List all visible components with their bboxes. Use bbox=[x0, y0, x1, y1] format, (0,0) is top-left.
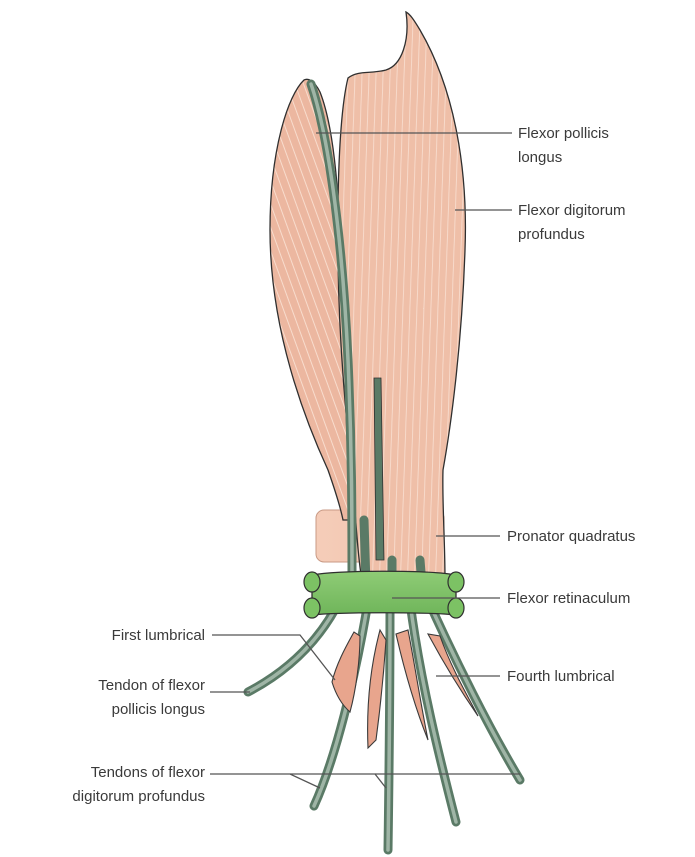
label-tendon-fpl-1: Tendon of flexor bbox=[98, 677, 205, 694]
label-flexor-retinaculum: Flexor retinaculum bbox=[507, 590, 630, 607]
flexor-pollicis-longus-muscle bbox=[270, 79, 350, 520]
label-flexor-digitorum-profundus-1: Flexor digitorum bbox=[518, 202, 626, 219]
label-tendon-fpl-2: pollicis longus bbox=[112, 701, 205, 718]
label-fourth-lumbrical: Fourth lumbrical bbox=[507, 668, 615, 685]
label-flexor-pollicis-longus-1: Flexor pollicis bbox=[518, 125, 609, 142]
first-lumbrical-muscle bbox=[332, 632, 360, 712]
label-flexor-pollicis-longus-2: longus bbox=[518, 149, 562, 166]
second-lumbrical-muscle bbox=[368, 630, 386, 748]
flexor-digitorum-profundus-muscle bbox=[338, 12, 466, 580]
flexor-retinaculum-band bbox=[304, 571, 464, 618]
label-tendons-fdp-1: Tendons of flexor bbox=[91, 764, 205, 781]
label-tendons-fdp-2: digitorum profundus bbox=[72, 788, 205, 805]
label-flexor-digitorum-profundus-2: profundus bbox=[518, 226, 585, 243]
label-first-lumbrical: First lumbrical bbox=[112, 627, 205, 644]
label-pronator-quadratus: Pronator quadratus bbox=[507, 528, 635, 545]
